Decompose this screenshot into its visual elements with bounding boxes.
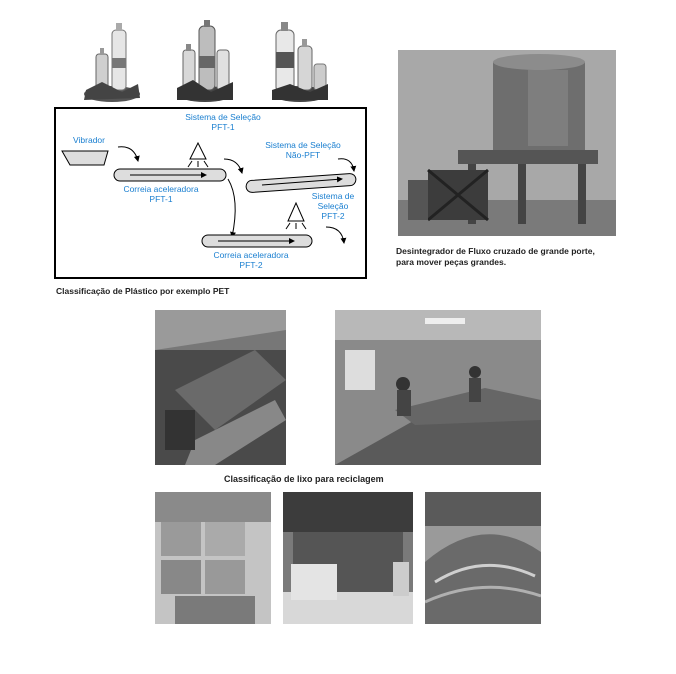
compressed-bales-photo-1 bbox=[155, 492, 271, 624]
workers-sorting-photo bbox=[335, 310, 541, 465]
conveyor-belt-pft1 bbox=[113, 168, 227, 182]
sorting-hall-photo bbox=[155, 310, 286, 465]
garbage-caption: Classificação de lixo para reciclagem bbox=[224, 474, 384, 484]
bottles-photo-3 bbox=[270, 14, 330, 102]
selection-nozzle-pft1 bbox=[187, 141, 209, 168]
scrap-pile-photo bbox=[425, 492, 541, 624]
conveyor-pft2-label: Correia aceleradora PFT-2 bbox=[213, 250, 289, 270]
conveyor-belt-pft2 bbox=[201, 234, 313, 248]
plastic-sorting-diagram: Vibrador Sistema de Seleção PFT-1 Sistem… bbox=[54, 107, 367, 279]
bottles-photo-1 bbox=[82, 20, 142, 102]
selection-nozzle-pft2 bbox=[285, 201, 307, 230]
selection-pft1-label: Sistema de Seleção PFT-1 bbox=[185, 112, 261, 132]
selection-pft2-label: Sistema de Seleção PFT-2 bbox=[311, 191, 355, 221]
conveyor-belt-nao-pft bbox=[245, 173, 357, 193]
disintegrator-caption: Desintegrador de Fluxo cruzado de grande… bbox=[396, 246, 595, 267]
warehouse-bales-photo bbox=[283, 492, 413, 624]
plastic-caption: Classificação de Plástico por exemplo PE… bbox=[56, 286, 230, 296]
selection-nao-pft-label: Sistema de Seleção Não-PFT bbox=[265, 140, 341, 160]
bottles-photo-2 bbox=[175, 20, 235, 102]
disintegrator-photo bbox=[398, 50, 616, 236]
conveyor-pft1-label: Correia aceleradora PFT-1 bbox=[123, 184, 199, 204]
vibrator-label: Vibrador bbox=[73, 135, 105, 145]
